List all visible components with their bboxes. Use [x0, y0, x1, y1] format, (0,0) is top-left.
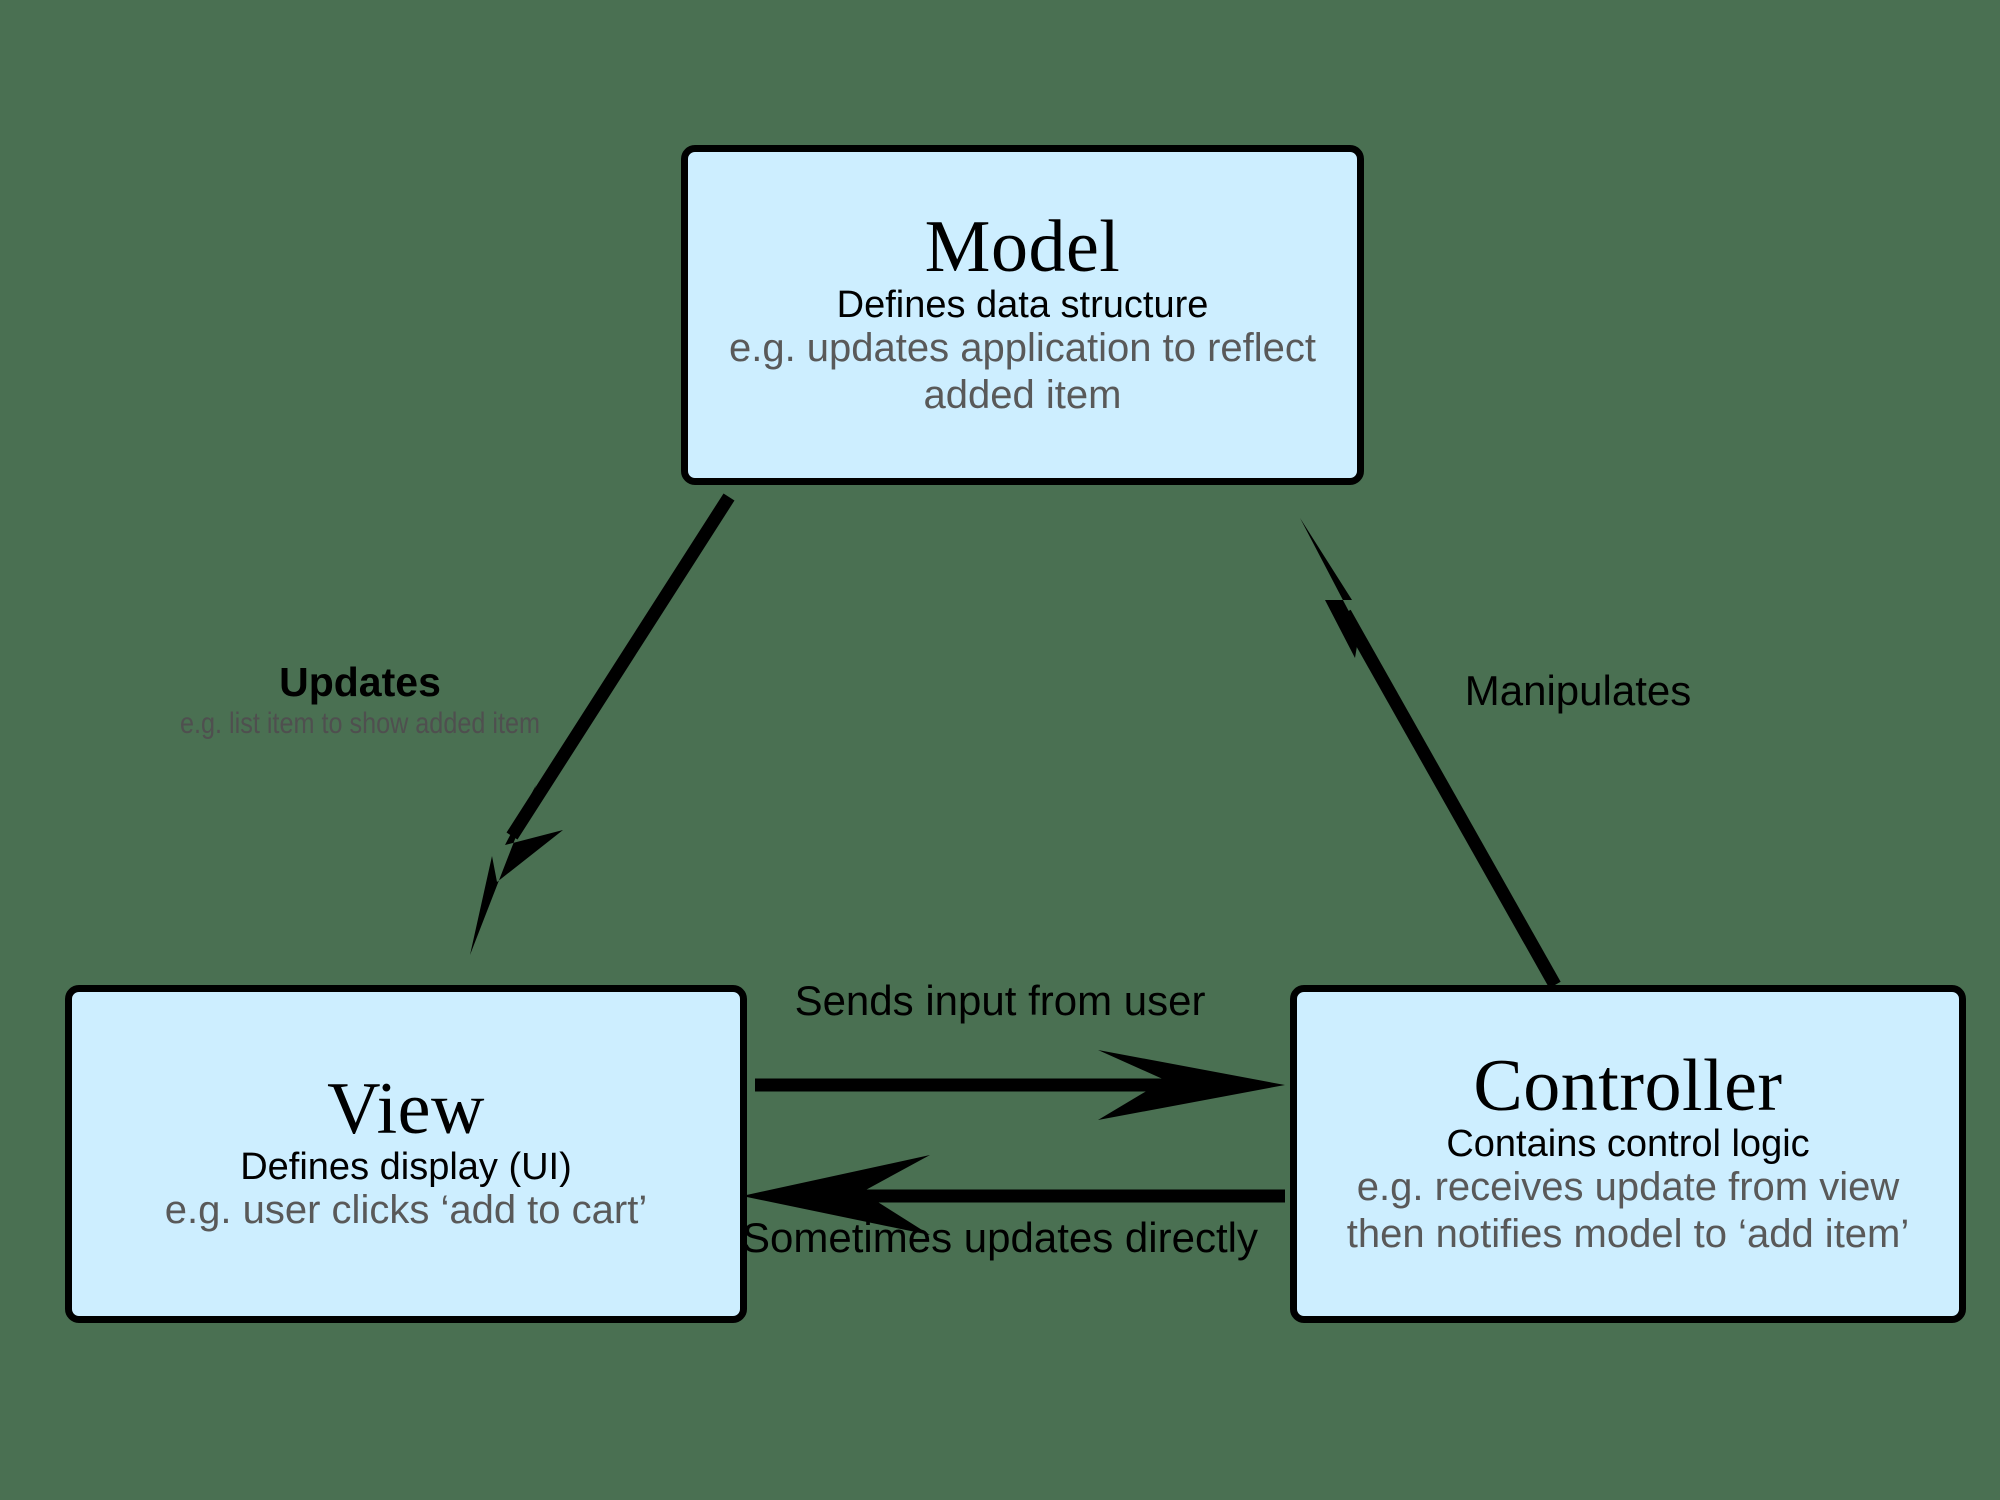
arrow-view-to-controller [755, 1050, 1285, 1120]
node-view[interactable]: View Defines display (UI) e.g. user clic… [65, 985, 747, 1323]
node-model-subtitle: Defines data structure [836, 283, 1209, 326]
node-controller-title: Controller [1473, 1044, 1783, 1127]
edge-label-sends-input-text: Sends input from user [794, 977, 1206, 1024]
node-model-title: Model [924, 205, 1121, 288]
edge-label-manipulates: Manipulates [1398, 667, 1758, 714]
edge-label-sends-input: Sends input from user [760, 977, 1240, 1024]
node-view-title: View [327, 1068, 485, 1151]
edge-label-updates-example: e.g. list item to show added item [180, 707, 540, 741]
edge-label-updates-text: Updates [279, 659, 441, 705]
node-view-subtitle: Defines display (UI) [240, 1146, 572, 1189]
node-controller-subtitle: Contains control logic [1446, 1122, 1810, 1165]
node-controller[interactable]: Controller Contains control logic e.g. r… [1290, 985, 1966, 1323]
node-view-example: e.g. user clicks ‘add to cart’ [164, 1188, 648, 1233]
edge-label-sometimes-updates-text: Sometimes updates directly [742, 1214, 1258, 1261]
edge-label-sometimes-updates: Sometimes updates directly [740, 1214, 1260, 1261]
node-model[interactable]: Model Defines data structure e.g. update… [681, 145, 1364, 485]
edge-label-updates: Updates e.g. list item to show added ite… [120, 659, 600, 743]
edge-label-manipulates-text: Manipulates [1464, 667, 1692, 714]
node-model-example: e.g. updates application to reflect adde… [728, 326, 1317, 417]
node-controller-example: e.g. receives update from view then noti… [1346, 1165, 1910, 1256]
arrow-controller-to-model [1300, 518, 1561, 989]
